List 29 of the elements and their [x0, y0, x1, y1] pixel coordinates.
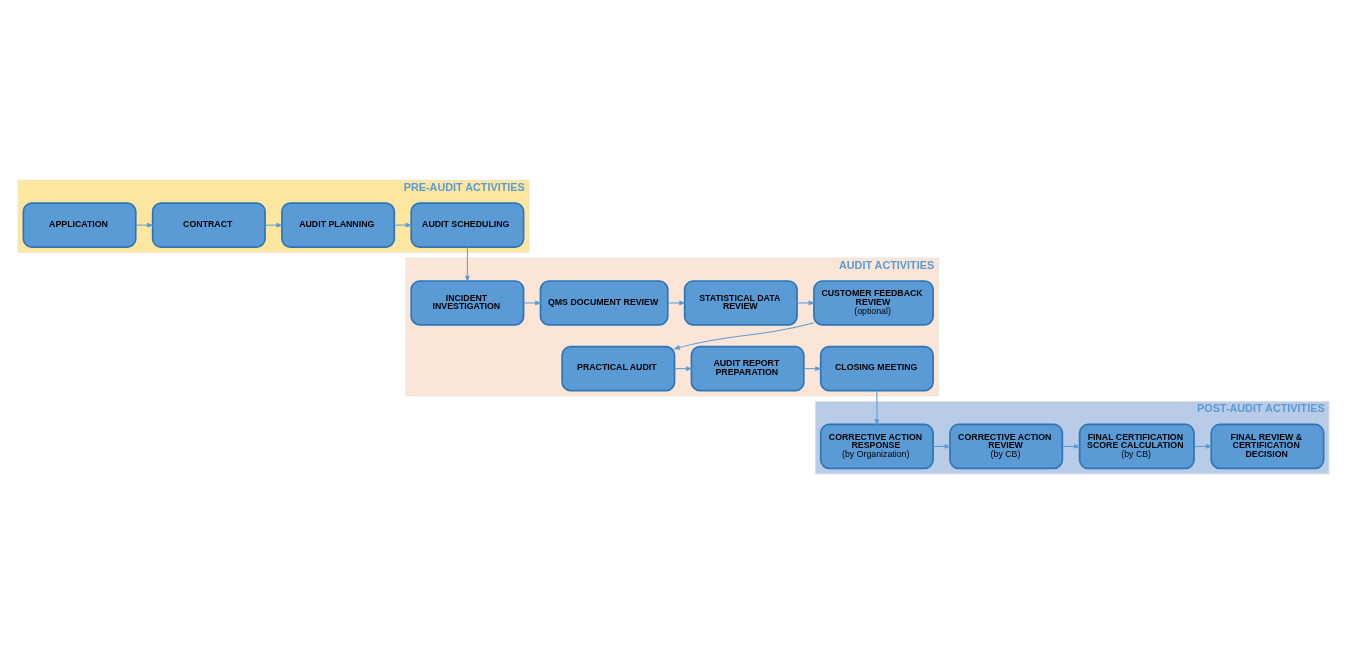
node-box: STATISTICAL DATA REVIEW [683, 280, 798, 326]
arrow [135, 222, 154, 228]
arrow [264, 222, 284, 228]
node-box: CLOSING MEETING [819, 345, 934, 392]
arrow [465, 246, 470, 283]
node-box: CONTRACT [151, 202, 266, 248]
arrow [803, 366, 822, 371]
node-box: AUDIT SCHEDULING [410, 202, 525, 248]
node-box: CUSTOMER FEEDBACK REVIEW (optional) [813, 280, 934, 326]
arrow [1193, 444, 1213, 449]
node-box: AUDIT PLANNING [281, 202, 396, 248]
node-box: FINAL REVIEW & CERTIFICATION DECISION [1210, 423, 1325, 470]
arrow [393, 222, 413, 228]
arrow [523, 300, 542, 306]
node-box: QMS DOCUMENT REVIEW [539, 280, 669, 326]
arrow [674, 366, 693, 371]
arrow [932, 444, 952, 449]
node-box: CORRECTIVE ACTION RESPONSE (by Organization) [819, 423, 934, 470]
arrow [796, 300, 816, 306]
arrow [673, 322, 815, 350]
node-box: CORRECTIVE ACTION REVIEW (by CB) [949, 423, 1064, 470]
node-box: AUDIT REPORT PREPARATION [690, 345, 805, 392]
arrow [667, 300, 686, 306]
arrow [1062, 444, 1081, 449]
node-box: APPLICATION [22, 202, 137, 248]
node-box: PRACTICAL AUDIT [561, 345, 676, 392]
node-box: INCIDENT INVESTIGATION [410, 280, 525, 326]
node-box: FINAL CERTIFICATION SCORE CALCULATION (by CB) [1078, 423, 1195, 470]
arrow [874, 390, 880, 426]
